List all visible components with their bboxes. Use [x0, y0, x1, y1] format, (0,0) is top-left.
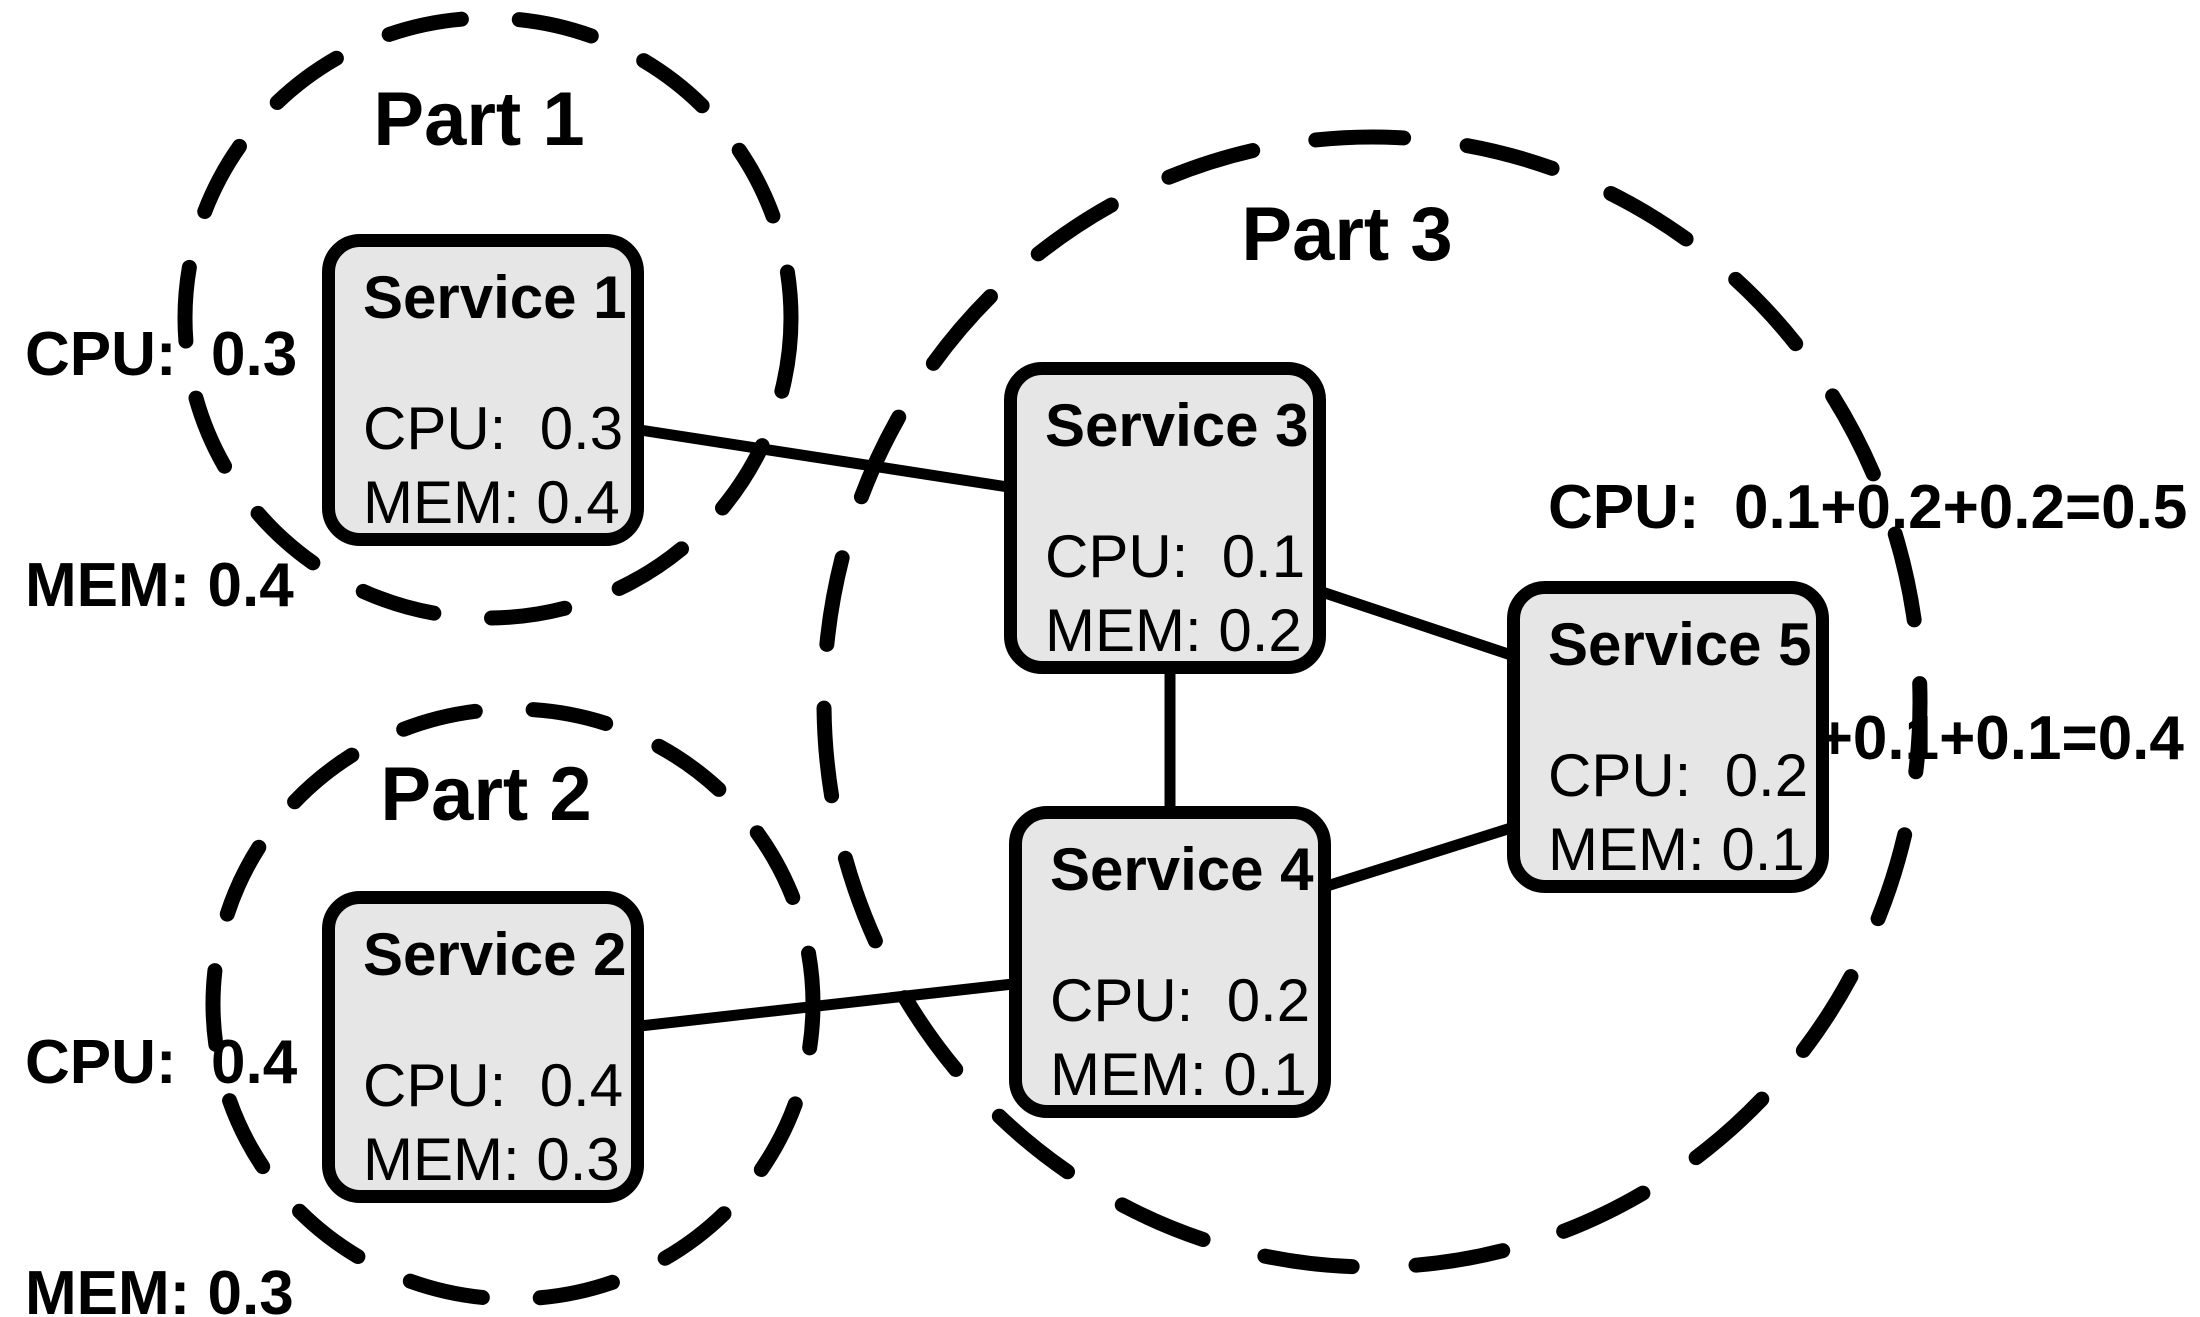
service-4-title: Service 4: [1050, 836, 1314, 903]
edge-service-1-service-3: [639, 424, 1009, 493]
service-2-cpu: CPU: 0.4: [363, 1052, 624, 1119]
service-4-node: Service 4 CPU: 0.2 MEM: 0.1: [1009, 806, 1331, 1118]
service-2-title: Service 2: [363, 921, 627, 988]
part-1-title: Part 1: [373, 77, 585, 162]
service-5-cpu: CPU: 0.2: [1548, 742, 1809, 809]
service-3-mem: MEM: 0.2: [1045, 597, 1302, 664]
part-3-cpu-total: CPU: 0.1+0.2+0.2=0.5: [1548, 473, 2188, 542]
part-2-mem-total: MEM: 0.3: [25, 1259, 294, 1317]
service-2-mem: MEM: 0.3: [363, 1126, 620, 1193]
service-3-cpu: CPU: 0.1: [1045, 523, 1306, 590]
edge-service-3-service-5: [1320, 586, 1513, 661]
part-2-cpu-total: CPU: 0.4: [25, 1028, 298, 1097]
service-3-title: Service 3: [1045, 392, 1309, 459]
part-3-title: Part 3: [1241, 192, 1453, 277]
service-1-title: Service 1: [363, 264, 627, 331]
service-3-node: Service 3 CPU: 0.1 MEM: 0.2: [1004, 362, 1326, 674]
service-5-node: Service 5 CPU: 0.2 MEM: 0.1: [1507, 581, 1829, 893]
service-4-cpu: CPU: 0.2: [1050, 967, 1311, 1034]
service-5-mem: MEM: 0.1: [1548, 816, 1805, 883]
part-1-resources: CPU: 0.3 MEM: 0.4: [25, 162, 297, 778]
service-1-cpu: CPU: 0.3: [363, 395, 624, 462]
service-1-node: Service 1 CPU: 0.3 MEM: 0.4: [322, 234, 644, 546]
part-1-boundary-circle: [177, 10, 799, 626]
part-2-resources: CPU: 0.4 MEM: 0.3: [25, 870, 297, 1317]
edge-service-4-service-5: [1325, 822, 1513, 892]
service-2-node: Service 2 CPU: 0.4 MEM: 0.3: [322, 891, 644, 1203]
service-5-title: Service 5: [1548, 611, 1812, 678]
service-1-mem: MEM: 0.4: [363, 469, 620, 536]
part-1-mem-total: MEM: 0.4: [25, 551, 294, 620]
part-2-title: Part 2: [380, 752, 592, 837]
edge-service-2-service-4: [639, 978, 1014, 1032]
part-3-boundary-circle: [816, 129, 1928, 1275]
service-4-mem: MEM: 0.1: [1050, 1041, 1307, 1108]
part-1-cpu-total: CPU: 0.3: [25, 320, 298, 389]
